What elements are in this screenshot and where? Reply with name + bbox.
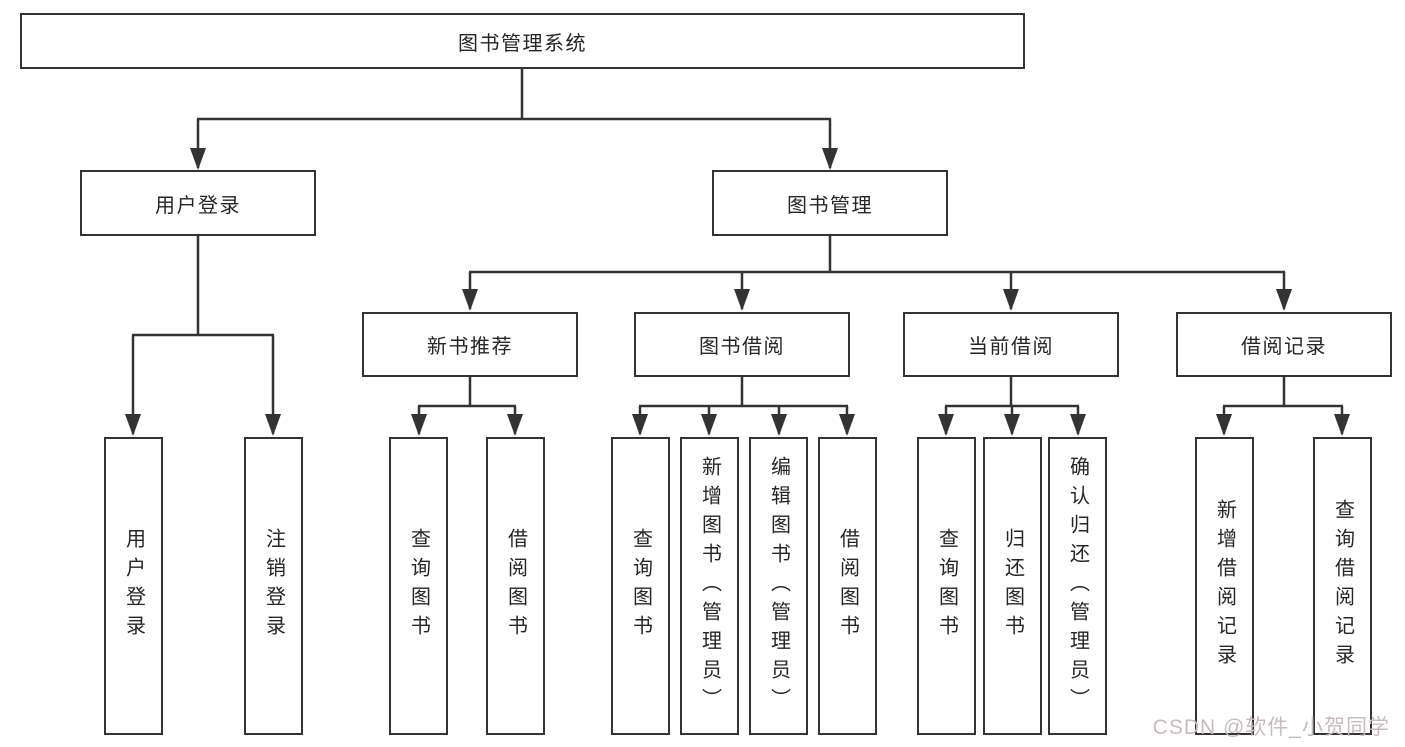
node-book-management-label: 图书管理 bbox=[787, 194, 873, 217]
node-current-borrow-label: 当前借阅 bbox=[968, 336, 1054, 358]
leaf-borrow-books: 借阅图书 bbox=[818, 437, 877, 735]
node-book-borrow-label: 图书借阅 bbox=[699, 336, 785, 358]
leaf-edit-book-admin-label: 编辑图书（管理员） bbox=[767, 455, 790, 717]
leaf-logout-label: 注销登录 bbox=[262, 528, 285, 644]
leaf-edit-book-admin: 编辑图书（管理员） bbox=[749, 437, 808, 735]
leaf-query-borrow-record: 查询借阅记录 bbox=[1313, 437, 1372, 735]
node-borrow-records-label: 借阅记录 bbox=[1241, 336, 1327, 358]
node-book-borrow: 图书借阅 bbox=[634, 312, 850, 377]
leaf-return-book: 归还图书 bbox=[983, 437, 1042, 735]
leaf-logout: 注销登录 bbox=[244, 437, 303, 735]
leaf-return-book-label: 归还图书 bbox=[1001, 528, 1024, 644]
node-current-borrow: 当前借阅 bbox=[903, 312, 1119, 377]
leaf-borrow-books-recommend: 借阅图书 bbox=[486, 437, 545, 735]
leaf-borrow-books-recommend-label: 借阅图书 bbox=[504, 528, 527, 644]
leaf-add-book-admin-label: 新增图书（管理员） bbox=[698, 455, 721, 717]
leaf-add-borrow-record: 新增借阅记录 bbox=[1195, 437, 1254, 735]
leaf-user-login-label: 用户登录 bbox=[122, 528, 145, 644]
node-user-login: 用户登录 bbox=[80, 170, 316, 236]
leaf-confirm-return-admin-label: 确认归还（管理员） bbox=[1066, 455, 1089, 717]
leaf-query-books-recommend: 查询图书 bbox=[389, 437, 448, 735]
node-new-book-recommend: 新书推荐 bbox=[362, 312, 578, 377]
node-new-book-recommend-label: 新书推荐 bbox=[427, 336, 513, 358]
leaf-borrow-books-label: 借阅图书 bbox=[836, 528, 859, 644]
leaf-query-books-borrow-label: 查询图书 bbox=[629, 528, 652, 644]
leaf-query-books-current-label: 查询图书 bbox=[935, 528, 958, 644]
leaf-add-borrow-record-label: 新增借阅记录 bbox=[1213, 499, 1236, 673]
leaf-add-book-admin: 新增图书（管理员） bbox=[680, 437, 739, 735]
node-user-login-label: 用户登录 bbox=[155, 194, 241, 217]
node-borrow-records: 借阅记录 bbox=[1176, 312, 1392, 377]
leaf-query-books-recommend-label: 查询图书 bbox=[407, 528, 430, 644]
leaf-query-books-borrow: 查询图书 bbox=[611, 437, 670, 735]
node-root: 图书管理系统 bbox=[20, 13, 1025, 69]
node-root-label: 图书管理系统 bbox=[458, 32, 587, 55]
leaf-user-login: 用户登录 bbox=[104, 437, 163, 735]
leaf-query-borrow-record-label: 查询借阅记录 bbox=[1331, 499, 1354, 673]
leaf-query-books-current: 查询图书 bbox=[917, 437, 976, 735]
csdn-watermark: CSDN @软件_小贺同学 bbox=[1152, 716, 1390, 739]
node-book-management: 图书管理 bbox=[712, 170, 948, 236]
leaf-confirm-return-admin: 确认归还（管理员） bbox=[1048, 437, 1107, 735]
